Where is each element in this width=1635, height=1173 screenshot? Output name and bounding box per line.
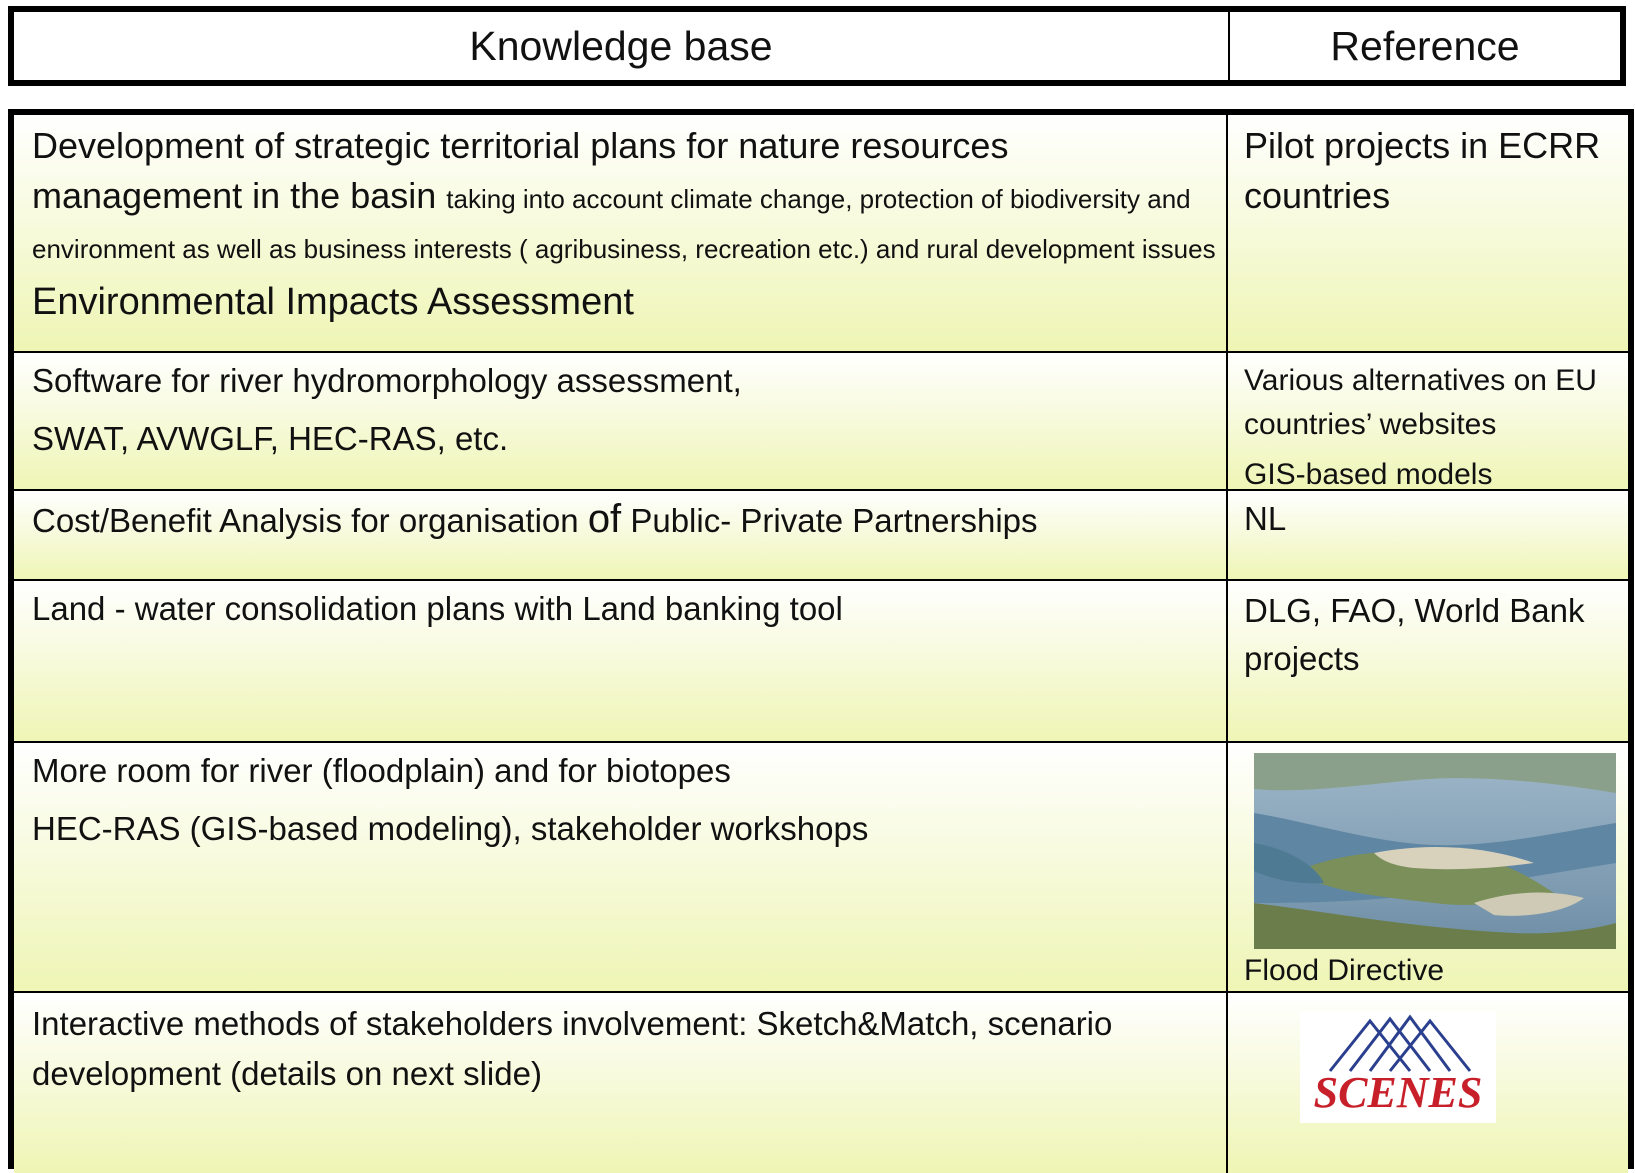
table-row: Software for river hydromorphology asses… (14, 351, 1628, 491)
kb-text: Development of strategic territorial pla… (32, 121, 1226, 271)
kb-part: Public- Private Partnerships (630, 502, 1038, 539)
knowledge-table: Development of strategic territorial pla… (8, 109, 1634, 1173)
ref-text: NL (1244, 500, 1287, 537)
knowledge-cell: Development of strategic territorial pla… (14, 115, 1228, 351)
ref-text: DLG, FAO, World Bank projects (1244, 592, 1585, 677)
knowledge-cell: Interactive methods of stakeholders invo… (14, 993, 1228, 1173)
floodplain-aerial-image (1254, 753, 1616, 949)
table-row: Cost/Benefit Analysis for organisation o… (14, 489, 1628, 581)
table-row: Interactive methods of stakeholders invo… (14, 991, 1628, 1173)
knowledge-cell: Cost/Benefit Analysis for organisation o… (14, 491, 1228, 581)
ref-text: GIS-based models (1244, 458, 1493, 491)
kb-line: HEC-RAS (GIS-based modeling), stakeholde… (32, 810, 869, 847)
kb-text: Land - water consolidation plans with La… (32, 590, 843, 627)
kb-extra: Environmental Impacts Assessment (32, 281, 634, 323)
ref-text: Various alternatives on EU countries’ we… (1244, 364, 1597, 441)
kb-part: Cost/Benefit Analysis for organisation (32, 502, 579, 539)
scenes-logo: SCENES (1300, 1011, 1496, 1123)
kb-line: SWAT, AVWGLF, HEC-RAS, etc. (32, 420, 509, 457)
kb-detail: taking into account climate change, prot… (32, 184, 1216, 264)
header-reference: Reference (1330, 22, 1520, 69)
reference-cell: SCENES (1228, 993, 1628, 1173)
knowledge-cell: Software for river hydromorphology asses… (14, 353, 1228, 491)
kb-line: Software for river hydromorphology asses… (32, 362, 742, 399)
logo-text: SCENES (1314, 1068, 1483, 1117)
knowledge-cell: More room for river (floodplain) and for… (14, 743, 1228, 993)
knowledge-cell: Land - water consolidation plans with La… (14, 581, 1228, 743)
table-row: Land - water consolidation plans with La… (14, 579, 1628, 743)
ref-text: Pilot projects in ECRR countries (1244, 125, 1601, 216)
table-header: Knowledge base Reference (8, 6, 1626, 86)
reference-cell: Various alternatives on EU countries’ we… (1228, 353, 1628, 491)
reference-cell: NL (1228, 491, 1628, 581)
kb-lead: Development of strategic territorial pla… (32, 125, 1009, 216)
table-row: Development of strategic territorial pla… (14, 115, 1628, 351)
kb-line: More room for river (floodplain) and for… (32, 752, 731, 789)
header-knowledge-base: Knowledge base (14, 12, 1230, 80)
reference-cell: Flood Directive (1228, 743, 1628, 993)
ref-caption: Flood Directive (1244, 954, 1445, 987)
kb-text: Interactive methods of stakeholders invo… (32, 1005, 1113, 1092)
reference-cell: DLG, FAO, World Bank projects (1228, 581, 1628, 743)
kb-part: of (587, 497, 622, 541)
reference-cell: Pilot projects in ECRR countries (1228, 115, 1628, 351)
table-row: More room for river (floodplain) and for… (14, 741, 1628, 993)
kb-text: Cost/Benefit Analysis for organisation o… (32, 497, 1226, 543)
